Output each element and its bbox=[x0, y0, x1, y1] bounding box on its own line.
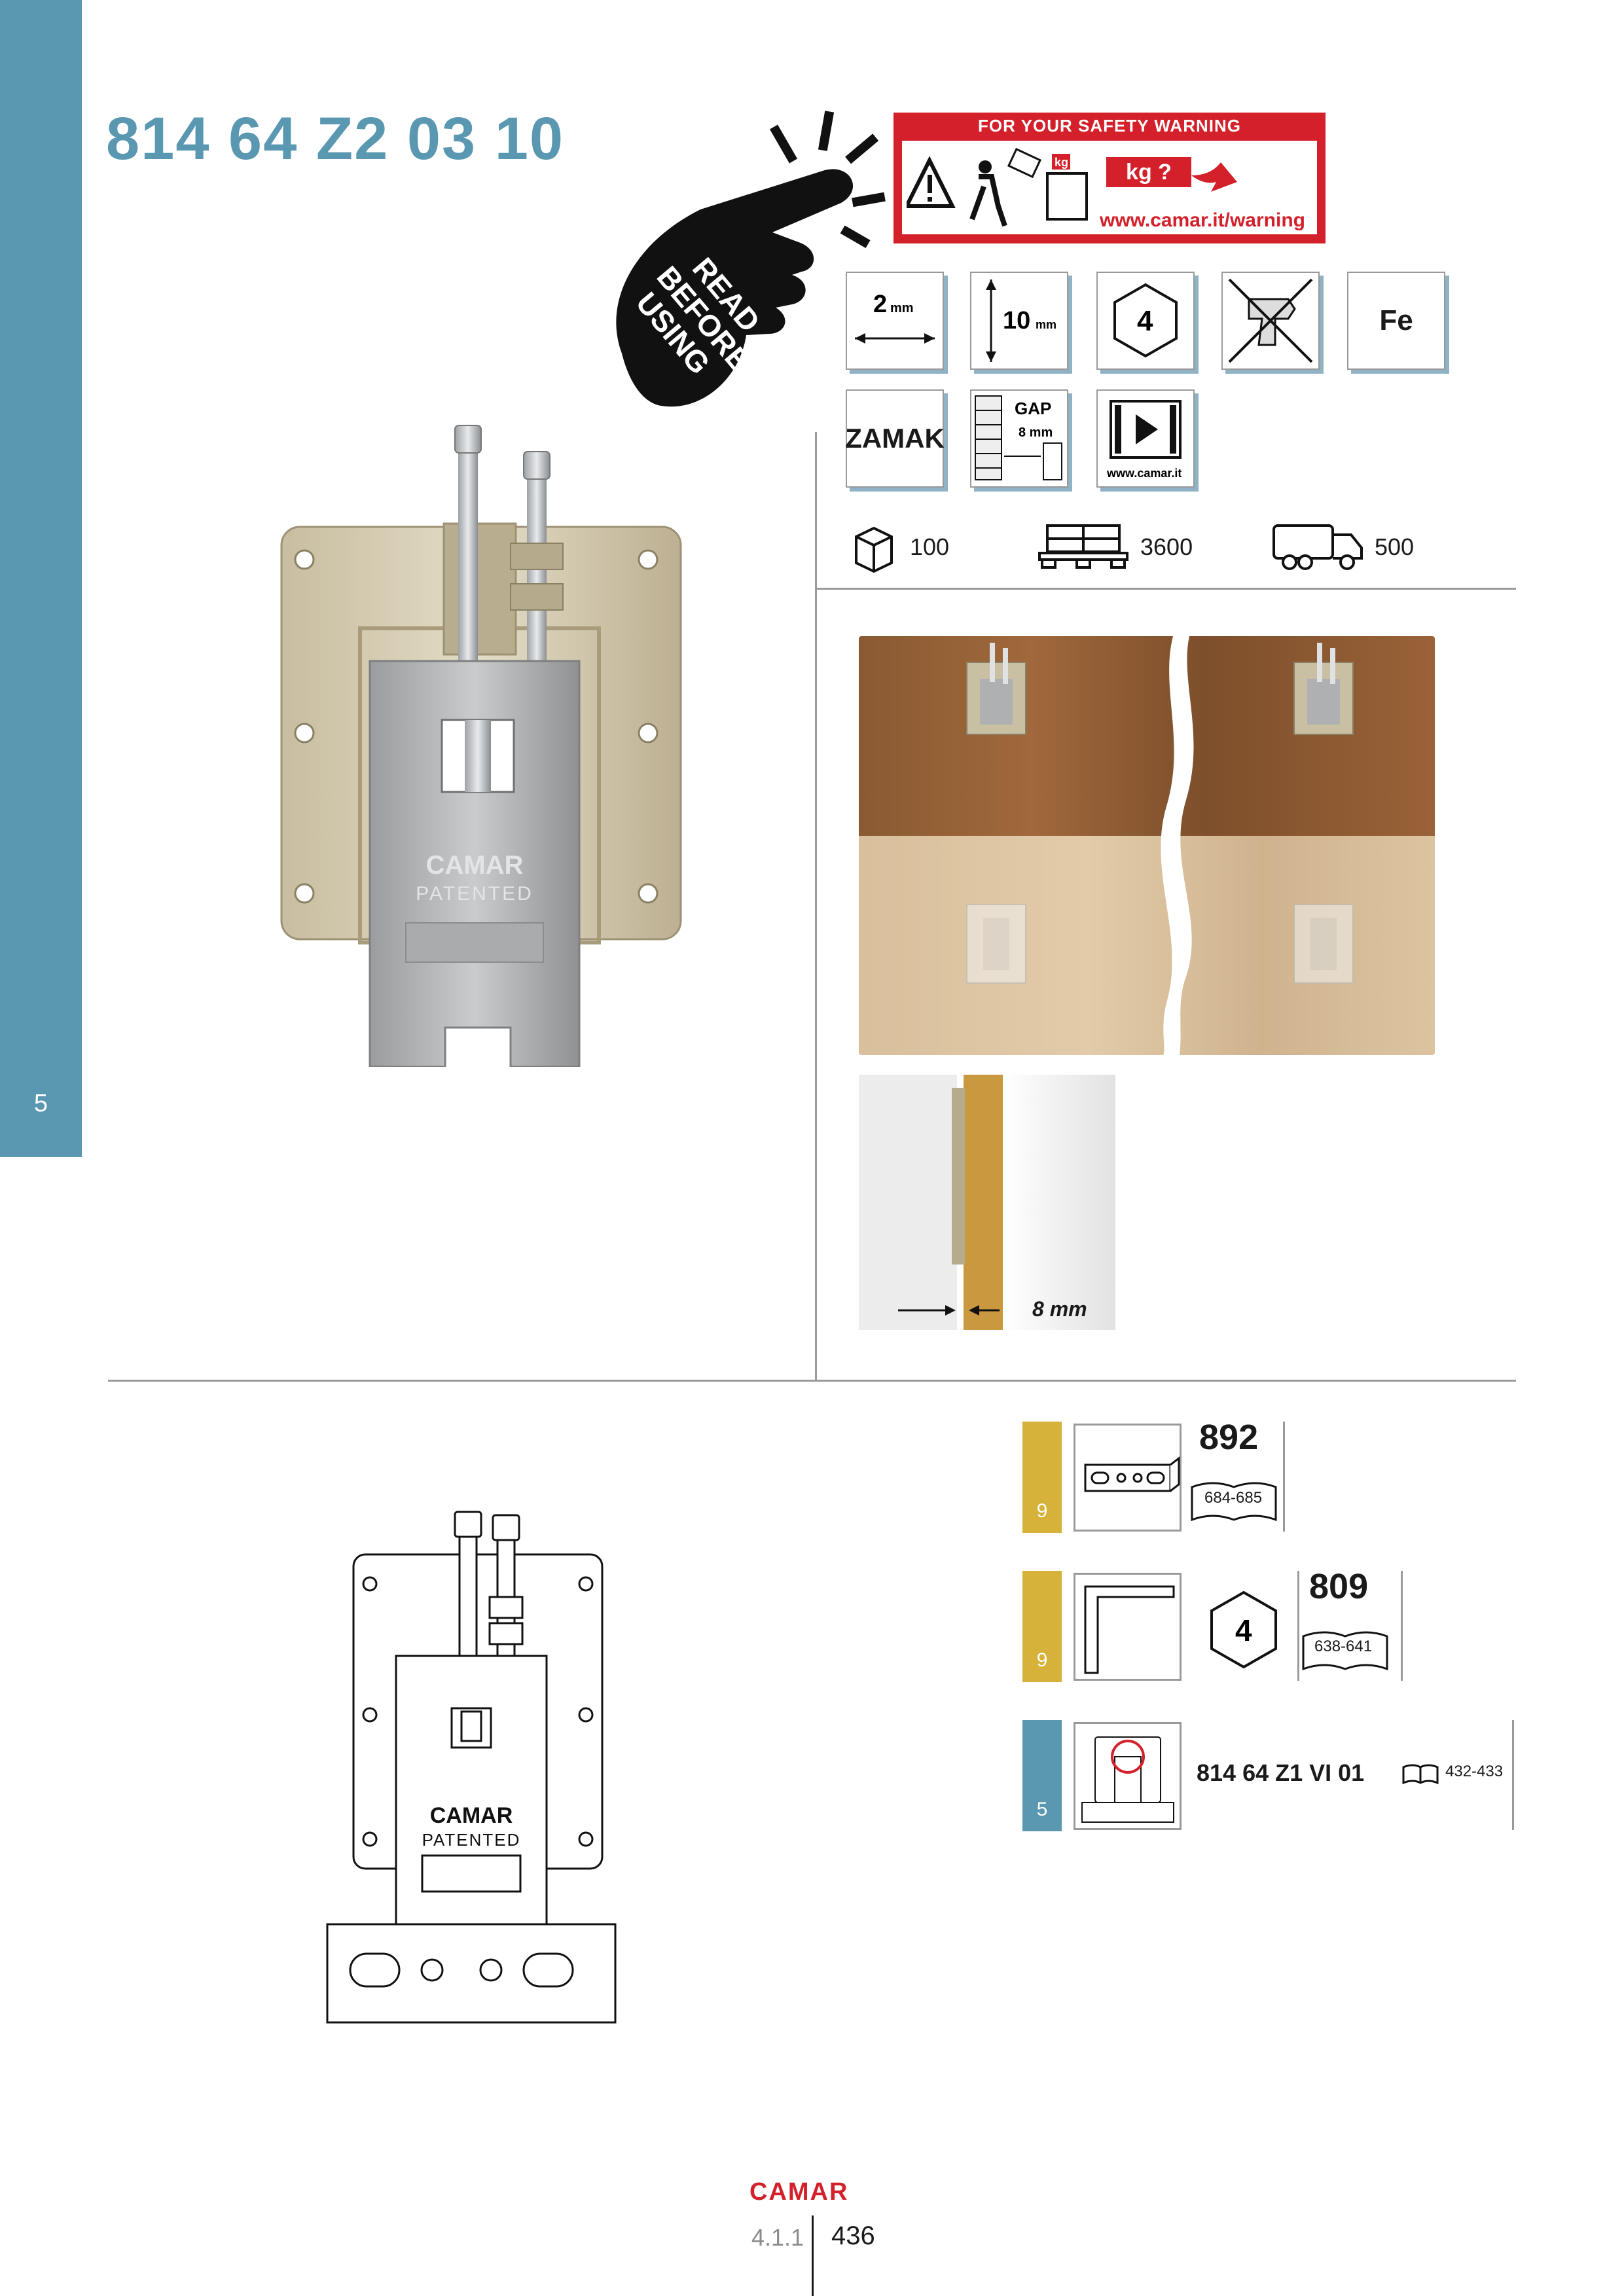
gap-spec-box: GAP 8 mm bbox=[970, 389, 1068, 488]
section-number: 4.1.1 bbox=[751, 2224, 804, 2251]
double-arrow-vertical-icon: 10 mm bbox=[986, 279, 1056, 362]
accessory-pages-kit[interactable]: 432-433 bbox=[1445, 1763, 1504, 1780]
catalog-book-icon-3 bbox=[1402, 1764, 1439, 1785]
svg-text:PATENTED: PATENTED bbox=[422, 1830, 521, 1850]
hexagon-icon: 4 bbox=[1113, 283, 1178, 358]
svg-text:8 mm: 8 mm bbox=[1019, 425, 1053, 440]
hexagon-key-icon: 4 bbox=[1210, 1590, 1277, 1669]
svg-text:mm: mm bbox=[890, 301, 914, 315]
application-photo bbox=[859, 636, 1435, 1055]
product-photo: CAMAR PATENTED bbox=[280, 425, 682, 1067]
svg-text:mm: mm bbox=[1036, 318, 1056, 331]
gap-section-photo: 8 mm bbox=[859, 1075, 1115, 1330]
qty-truck: 500 bbox=[1375, 533, 1415, 560]
accessory-number-809[interactable]: 809 bbox=[1309, 1567, 1369, 1606]
svg-text:PATENTED: PATENTED bbox=[416, 883, 533, 905]
svg-text:CAMAR: CAMAR bbox=[430, 1803, 513, 1828]
chapter-number: 5 bbox=[33, 1090, 48, 1117]
accessory-key-image[interactable] bbox=[1074, 1573, 1182, 1681]
accessory-kit-image[interactable] bbox=[1074, 1722, 1182, 1830]
rail-icon bbox=[1084, 1456, 1180, 1492]
accessory-divider-2b bbox=[1401, 1571, 1403, 1681]
weight-question-badge: kg ? bbox=[1106, 157, 1191, 187]
page-number: 436 bbox=[831, 2221, 875, 2250]
catalog-book-icon bbox=[1191, 1482, 1277, 1522]
safety-warning-header: FOR YOUR SAFETY WARNING bbox=[978, 116, 1241, 135]
video-link-box[interactable]: www.camar.it bbox=[1096, 389, 1195, 488]
pallet-icon bbox=[1038, 524, 1128, 569]
catalog-book-icon-2 bbox=[1302, 1631, 1388, 1671]
chapter-side-tab bbox=[0, 0, 82, 1157]
svg-text:www.camar.it: www.camar.it bbox=[1106, 467, 1182, 480]
material-fe-box: Fe bbox=[1347, 272, 1445, 370]
accessory-tab-2: 9 bbox=[1022, 1571, 1062, 1682]
double-arrow-horizontal-icon: 2 mm bbox=[855, 291, 935, 344]
accessory-pages-892[interactable]: 684-685 bbox=[1204, 1489, 1263, 1507]
material-zamak-box: ZAMAK bbox=[845, 389, 945, 488]
qty-pallet: 3600 bbox=[1140, 533, 1193, 560]
accessory-code-kit[interactable]: 814 64 Z1 VI 01 bbox=[1197, 1759, 1365, 1786]
read-before-using-hand-icon: READ BEFORE USING bbox=[616, 111, 886, 407]
vertical-divider bbox=[815, 432, 817, 1381]
accessory-pages-809[interactable]: 638-641 bbox=[1314, 1638, 1373, 1655]
truck-icon bbox=[1272, 524, 1363, 570]
svg-text:10: 10 bbox=[1003, 307, 1030, 334]
qty-box: 100 bbox=[910, 533, 950, 560]
svg-text:CAMAR: CAMAR bbox=[426, 851, 524, 880]
gap-dimension-label: 8 mm bbox=[1032, 1297, 1087, 1321]
safety-pictograms-icon: kg bbox=[907, 147, 1088, 227]
svg-text:2: 2 bbox=[873, 291, 887, 318]
svg-text:4: 4 bbox=[1137, 305, 1153, 337]
allen-key-icon bbox=[1084, 1585, 1175, 1674]
camar-logo: CAMAR bbox=[749, 2178, 849, 2206]
accessory-divider-2a bbox=[1297, 1571, 1299, 1681]
no-drill-icon bbox=[1228, 278, 1313, 363]
horizontal-divider-top bbox=[817, 588, 1516, 590]
accessory-tab-3: 5 bbox=[1022, 1720, 1062, 1831]
accessory-tab-1: 9 bbox=[1022, 1422, 1062, 1533]
horizontal-divider-main bbox=[108, 1380, 1516, 1382]
footer-divider bbox=[812, 2215, 814, 2296]
accessory-divider-1 bbox=[1283, 1422, 1285, 1532]
adjustment-spec-box: 10 mm bbox=[970, 272, 1068, 370]
arrow-right-icon bbox=[1191, 162, 1237, 192]
safety-warning-url[interactable]: www.camar.it/warning bbox=[1100, 209, 1305, 231]
accessory-number-892[interactable]: 892 bbox=[1199, 1418, 1259, 1457]
accessory-rail-image[interactable] bbox=[1074, 1424, 1182, 1532]
wall-gap-icon: GAP 8 mm bbox=[975, 395, 1062, 480]
mounting-kit-icon bbox=[1081, 1736, 1174, 1823]
hex-key-spec-box: 4 bbox=[1096, 272, 1195, 370]
svg-text:kg: kg bbox=[1055, 156, 1068, 169]
thickness-spec-box: 2 mm bbox=[846, 272, 944, 370]
svg-text:4: 4 bbox=[1235, 1613, 1252, 1647]
no-power-tools-box bbox=[1221, 272, 1320, 370]
box-icon bbox=[855, 526, 893, 573]
accessory-divider-3 bbox=[1512, 1720, 1514, 1830]
product-line-drawing: CAMAR PATENTED bbox=[326, 1511, 617, 2024]
svg-text:GAP: GAP bbox=[1015, 399, 1051, 418]
product-code-title: 814 64 Z2 03 10 bbox=[106, 105, 565, 172]
video-play-icon: www.camar.it bbox=[1106, 400, 1182, 480]
